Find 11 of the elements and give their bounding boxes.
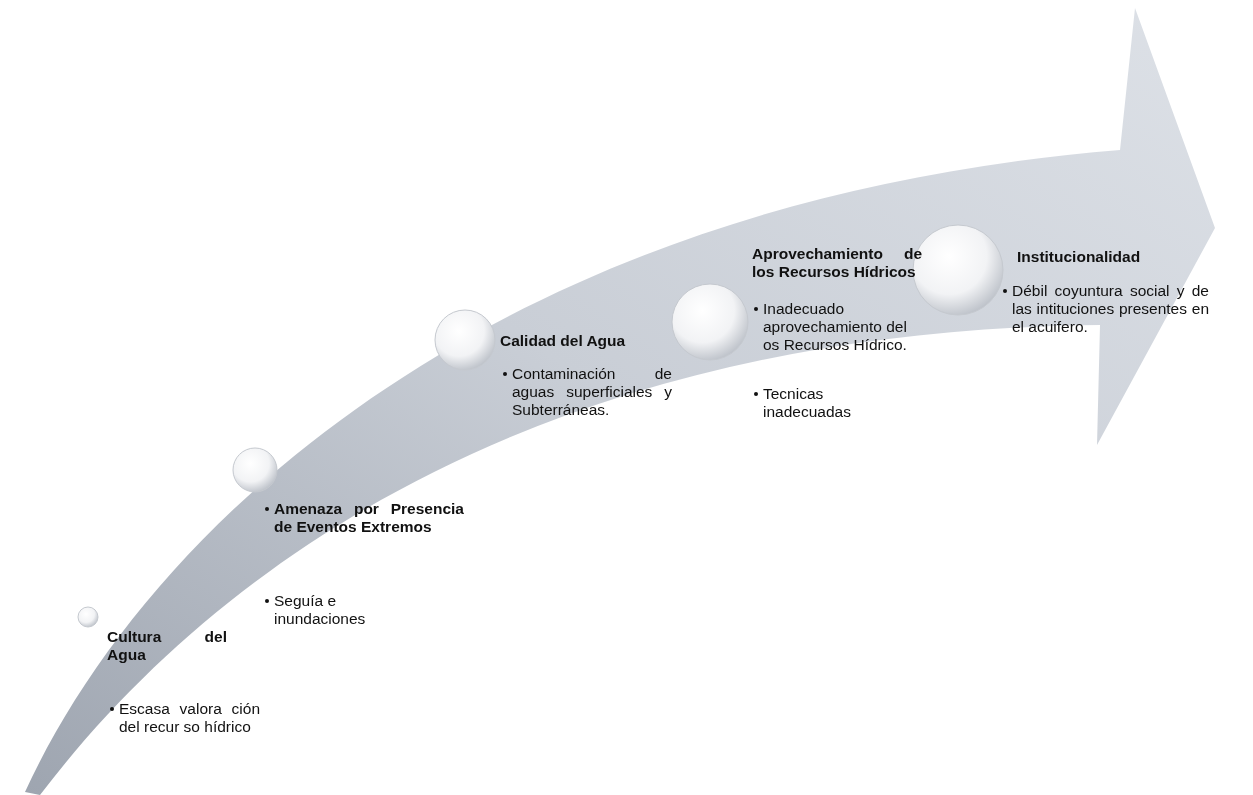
bullet-text: Tecnicas inadecuadas — [763, 385, 852, 421]
stage-heading: Aprovechamiento de los Recursos Hídricos — [752, 245, 922, 281]
bullet-text: Inadecuado aprovechamiento del os Recursos Hídrico. — [763, 300, 908, 354]
bullet-text: Escasa valora ción del recur so hídrico — [119, 700, 260, 736]
stage-heading: Calidad del Agua — [500, 332, 627, 350]
bullet-text: Contaminación de aguas superficiales y Subterráneas. — [512, 365, 672, 419]
stage-heading: Cultura del Agua — [107, 628, 227, 664]
bullet-text: Seguía e inundaciones — [274, 592, 367, 628]
bullet-text: Débil coyuntura social y de las intituciones presentes en el acuifero. — [1012, 282, 1209, 336]
stage-heading: Institucionalidad — [1017, 248, 1142, 266]
stage-heading: Amenaza por Presencia de Eventos Extremos — [274, 500, 464, 536]
